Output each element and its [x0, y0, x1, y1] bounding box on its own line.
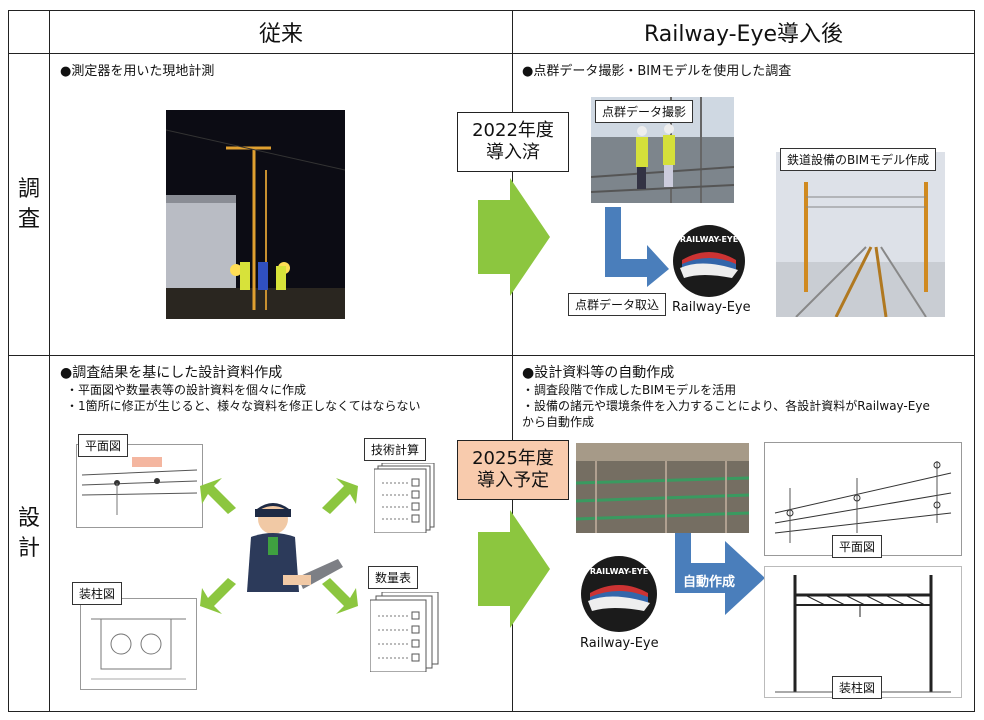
design-after-line1: ・調査段階で作成したBIMモデルを活用 [522, 383, 737, 397]
bim-model-illustration [776, 152, 945, 317]
year-2025-box: 2025年度 導入予定 [457, 440, 569, 500]
quantity-label: 数量表 [368, 566, 419, 589]
design-before-line2: ・1箇所に修正が生じると、様々な資料を修正しなくてはならない [66, 399, 421, 413]
pole-label-before: 装柱図 [72, 582, 123, 605]
logo-caption-design: Railway-Eye [580, 636, 659, 651]
corner-cell [8, 10, 50, 54]
year-2022-box: 2022年度 導入済 [457, 112, 569, 172]
plan-label-before: 平面図 [78, 434, 129, 457]
pole-drawing-before-illustration [91, 618, 186, 680]
railway-yard-illustration [576, 443, 749, 533]
header-after: Railway-Eye導入後 [512, 10, 975, 54]
pole-drawing-before [80, 598, 197, 690]
plan-drawing-after-illustration [774, 461, 952, 543]
green-arrow-upleft [200, 478, 236, 514]
design-before-line1: ・平面図や数量表等の設計資料を個々に作成 [66, 383, 307, 397]
bim-label: 鉄道設備のBIMモデル作成 [780, 148, 937, 171]
night-survey-photo [166, 110, 345, 319]
design-after-line3: から自動作成 [522, 415, 595, 429]
survey-before-text: ●測定器を用いた現地計測 [60, 64, 215, 79]
header-before-text: 従来 [258, 22, 303, 47]
green-arrow-upright [322, 478, 358, 514]
survey-green-arrow [478, 178, 550, 296]
auto-create-label: 自動作成 [683, 575, 736, 590]
night-survey-illustration [166, 110, 345, 319]
design-green-arrow [478, 510, 550, 628]
pointcloud-photo-label: 点群データ撮影 [595, 100, 694, 123]
railway-eye-logo-icon: RAILWAY-EYE [673, 225, 745, 297]
row-label-survey-text: 調 査 [17, 176, 40, 232]
header-after-text: Railway-Eye導入後 [643, 22, 843, 47]
year-2022-line1: 2022年度 [472, 120, 554, 141]
design-before-title: ●調査結果を基にした設計資料作成 [60, 365, 283, 381]
pole-drawing-after-illustration [775, 575, 951, 693]
design-after-line2: ・設備の諸元や環境条件を入力することにより、各設計資料がRailway-Eye [522, 399, 930, 413]
logo-text-survey: RAILWAY-EYE [680, 235, 738, 244]
import-label: 点群データ取込 [568, 293, 667, 316]
plan-drawing-before [76, 444, 203, 528]
logo-caption-survey: Railway-Eye [672, 300, 751, 315]
bim-model-image [776, 152, 945, 317]
quantity-document-icon [370, 592, 439, 672]
pole-label-after: 装柱図 [832, 676, 883, 699]
year-2022-line2: 導入済 [486, 142, 540, 163]
year-2025-line1: 2025年度 [472, 448, 554, 469]
row-label-design-text: 設 計 [17, 505, 40, 561]
worker-laptop-icon [247, 503, 343, 592]
calc-label: 技術計算 [364, 438, 427, 461]
plan-label-after: 平面図 [832, 535, 883, 558]
year-2025-line2: 導入予定 [477, 470, 549, 491]
survey-after-text: ●点群データ撮影・BIMモデルを使用した調査 [522, 64, 792, 79]
row-label-survey: 調 査 [8, 53, 50, 356]
plan-drawing-before-illustration [81, 457, 198, 515]
auto-create-arrow [675, 533, 765, 615]
green-arrow-downleft [200, 578, 236, 614]
row-label-design: 設 計 [8, 355, 50, 712]
design-after-title: ●設計資料等の自動作成 [522, 365, 675, 381]
import-blue-arrow [605, 207, 669, 287]
calc-document-icon [374, 463, 435, 533]
green-arrow-downright [322, 578, 358, 614]
header-before: 従来 [49, 10, 513, 54]
railway-eye-logo-icon-design: RAILWAY-EYE [581, 556, 657, 632]
logo-text-design: RAILWAY-EYE [590, 567, 648, 576]
railway-yard-photo [576, 443, 749, 533]
